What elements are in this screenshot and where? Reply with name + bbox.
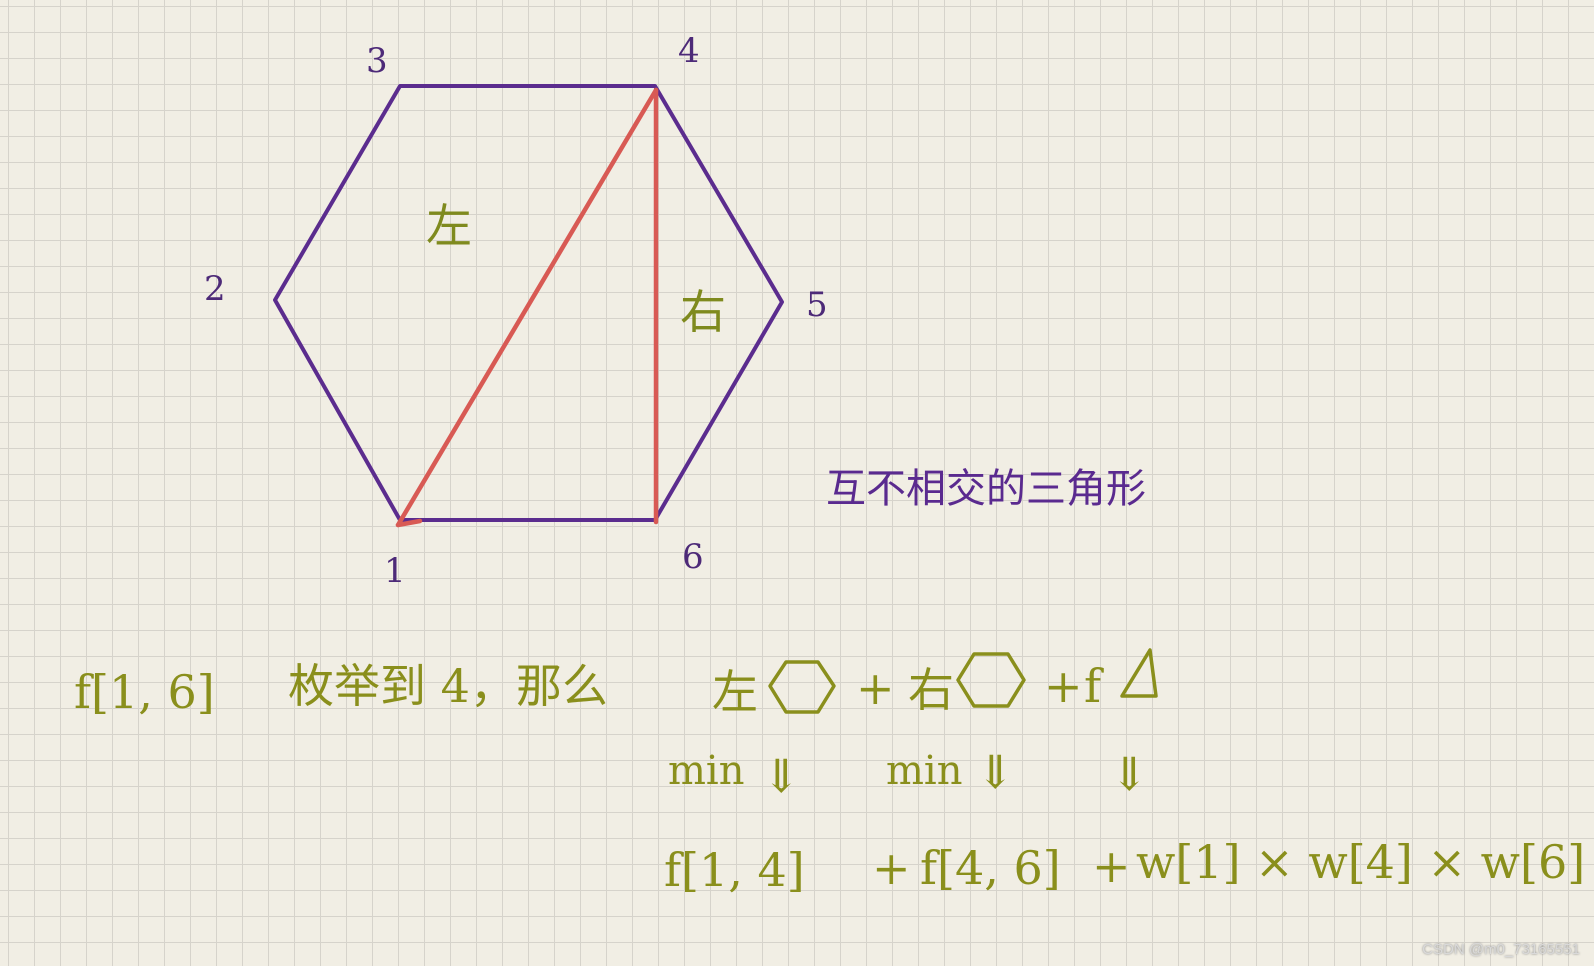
small-hexagon-right-icon [956,652,1026,708]
formula-plus-4: + [1092,839,1131,893]
min-label-left: min [668,748,744,794]
diagonal-1-4 [395,87,659,528]
formula-f-triangle: f [1084,659,1104,713]
formula-enumerate-text: 枚举到 4，那么 [288,659,608,713]
down-arrow-triangle-icon: ⇓ [1110,747,1149,801]
formula-term-weights: w[1] × w[4] × w[6] [1136,835,1585,889]
down-arrow-right-icon: ⇓ [976,745,1015,799]
watermark: CSDN @m0_73165551 [1422,941,1580,958]
vertex-label-6: 6 [682,537,704,577]
vertex-label-5: 5 [806,285,828,325]
small-triangle-icon [1120,648,1158,698]
vertex-label-4: 4 [678,31,700,71]
down-arrow-left-icon: ⇓ [762,749,801,803]
edge-1-6-highlight [395,518,423,528]
formula-plus-3: + [872,841,911,895]
formula-f-range: f[1, 6] [74,665,215,719]
formula-term-f-4-6: f[4, 6] [920,841,1061,895]
formula-term-f-1-4: f[1, 4] [664,843,805,897]
note-non-intersecting-triangles: 互不相交的三角形 [826,466,1146,512]
region-label-right: 右 [680,285,726,339]
formula-plus-1: + [856,661,895,715]
vertex-label-1: 1 [384,551,406,591]
formula-left-label: 左 [712,665,758,719]
vertex-label-3: 3 [366,41,388,81]
min-label-right: min [886,748,962,794]
vertex-label-2: 2 [204,269,226,309]
small-hexagon-left-icon [768,660,836,714]
formula-plus-2: + [1044,659,1083,713]
formula-right-label: 右 [908,663,954,717]
region-label-left: 左 [426,199,472,253]
